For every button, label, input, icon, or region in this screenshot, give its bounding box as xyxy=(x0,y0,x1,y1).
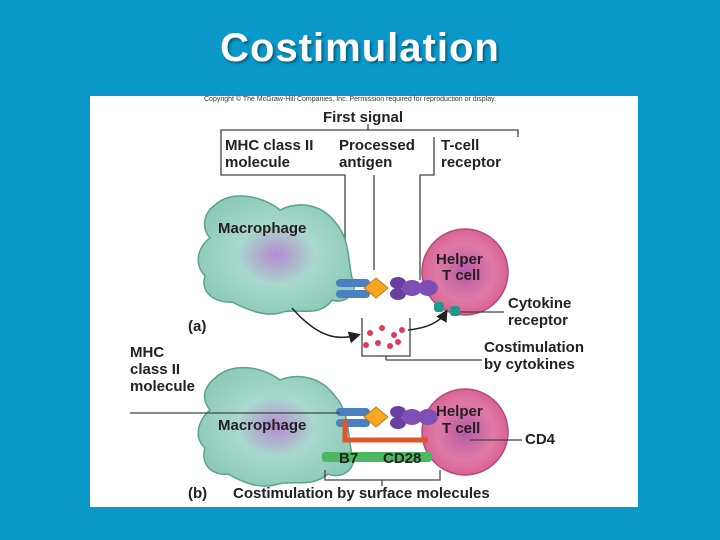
cd4-molecule xyxy=(342,420,428,443)
mhc-side-label-line1: MHC xyxy=(130,344,165,361)
helper-tcell-a-label-line2: T cell xyxy=(442,267,481,284)
macrophage-b-label: Macrophage xyxy=(218,417,307,434)
tcr-label-line1: T-cell xyxy=(441,137,480,154)
panel-b-label: (b) xyxy=(188,485,208,502)
cost-surface-label: Costimulation by surface molecules xyxy=(233,485,490,502)
mhc-top-label-line1: MHC class II xyxy=(225,137,314,154)
macrophage-b-shape xyxy=(197,366,355,487)
cost-cytokines-label-line1: Costimulation xyxy=(484,339,584,356)
cd4-label: CD4 xyxy=(525,431,556,448)
cytokines xyxy=(363,325,405,349)
processed-antigen-label-line1: Processed xyxy=(339,137,415,154)
helper-tcell-b-shape xyxy=(421,388,509,476)
b7-cd28-bar xyxy=(322,452,432,462)
top-label-brackets xyxy=(220,124,519,280)
tcr-label-line2: receptor xyxy=(441,154,502,171)
cytokine-bracket xyxy=(361,318,411,357)
macrophage-a-label: Macrophage xyxy=(218,220,307,237)
mhc-side-label-line2: class II xyxy=(130,361,181,378)
helper-tcell-b-label-line2: T cell xyxy=(442,420,481,437)
cd28-label: CD28 xyxy=(383,450,422,467)
first-signal-label: First signal xyxy=(323,109,404,126)
macrophage-a-shape xyxy=(197,195,355,315)
cytokine-arrow-left xyxy=(291,307,361,344)
mhc-side-label-line3: molecule xyxy=(130,378,196,395)
cytokine-receptor-label-line1: Cytokine xyxy=(508,295,572,312)
helper-tcell-a-label-line1: Helper xyxy=(436,251,483,268)
panel-a-label: (a) xyxy=(188,318,207,335)
cytokine-arrow-right xyxy=(407,309,448,331)
receptor-complex-a xyxy=(336,277,460,316)
cytokine-receptor-label-line2: receptor xyxy=(508,312,569,329)
mhc-top-label-line2: molecule xyxy=(225,154,291,171)
helper-tcell-b-label-line1: Helper xyxy=(436,403,483,420)
copyright-notice: Copyright © The McGraw-Hill Companies, I… xyxy=(204,96,497,103)
helper-tcell-a-shape xyxy=(421,228,509,316)
processed-antigen-label-line2: antigen xyxy=(339,154,393,171)
b7-label: B7 xyxy=(339,450,359,467)
cost-cytokines-label-line2: by cytokines xyxy=(484,356,575,373)
slide-title: Costimulation xyxy=(220,26,500,70)
